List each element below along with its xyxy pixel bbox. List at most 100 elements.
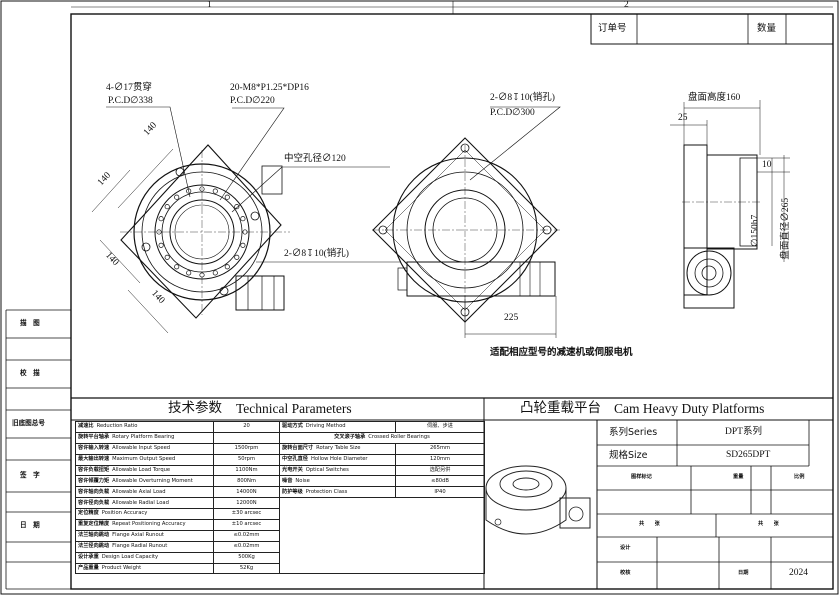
scale-label: 比例 <box>794 474 805 480</box>
spec-left-en: Maximum Output Speed <box>112 456 176 463</box>
product-thumbnail <box>485 465 591 535</box>
spec-left-cn: 最大输出转速 <box>78 456 110 463</box>
spec-left-value: 1100Nm <box>213 464 280 477</box>
spec-right-en: Rotary Table Size <box>316 445 361 452</box>
bolt-hole <box>158 216 164 222</box>
spec-left-cn: 重复定位精度 <box>78 521 110 528</box>
spec-left-en: Flange Radial Runout <box>112 543 168 550</box>
spec-left-cn: 设计承重 <box>78 554 99 561</box>
spec-right-cn: 防护等级 <box>282 488 303 495</box>
side-view <box>670 100 790 309</box>
bolt-hole <box>164 254 170 260</box>
bolt-hole <box>224 264 230 270</box>
side-dia-150: ∅150h7 <box>750 214 761 247</box>
spec-left-cn: 法兰径向跳动 <box>78 543 110 550</box>
zone-label-1: 1 <box>207 0 212 10</box>
design-label: 设计 <box>620 545 631 551</box>
spec-left-value: 12000N <box>213 497 280 510</box>
spec-left-en: Design Load Capacity <box>101 554 159 561</box>
order-number-label: 订单号 <box>598 23 627 34</box>
sidebar-date-label: 日 期 <box>20 521 40 529</box>
bolt-hole <box>164 204 170 210</box>
spec-left-value: 800Nm <box>213 475 280 488</box>
spec-left-cn: 定位精度 <box>78 510 99 517</box>
spec-empty-cell <box>279 497 485 575</box>
sidebar-draw-label: 描 图 <box>20 319 40 327</box>
bolt-hole <box>186 270 192 276</box>
bolt-hole <box>186 188 192 194</box>
year-value: 2024 <box>789 568 808 578</box>
spec-left-en: Allowable Overturning Moment <box>112 477 193 484</box>
mark-label: 图样标记 <box>631 474 652 480</box>
spec-left-en: Allowable Input Speed <box>112 445 171 452</box>
spec-left-value: ≤0.02mm <box>213 540 280 553</box>
verify-label: 校核 <box>620 570 631 576</box>
spec-left-en: Product Weight <box>101 564 142 571</box>
spec-right-en: Hollow Hole Diameter <box>310 456 368 463</box>
sidebar-sign-label: 签 字 <box>20 471 40 479</box>
spec-right-value: IP40 <box>395 486 485 499</box>
spec-left-cn: 容许输入转速 <box>78 445 110 452</box>
spec-left-cn: 容许轴向负载 <box>78 488 110 495</box>
series-value: DPT系列 <box>725 427 762 437</box>
product-title-cn: 凸轮重载平台 <box>520 400 601 416</box>
sidebar-old-no-label: 旧底图总号 <box>12 419 45 427</box>
front-holes-line2: P.C.D∅338 <box>108 96 153 106</box>
rear-dim-width: 225 <box>504 313 519 323</box>
spec-right-value: 伺服、步进 <box>395 421 485 433</box>
bolt-hole <box>234 204 240 210</box>
bolt-hole <box>199 186 205 192</box>
bolt-hole <box>174 194 180 200</box>
bolt-hole <box>212 270 218 276</box>
spec-right-cn: 噪音 <box>282 477 293 484</box>
front-thread-line1: 20-M8*P1.25*DP16 <box>230 83 309 93</box>
rear-view <box>372 106 561 338</box>
bolt-hole <box>240 242 246 248</box>
spec-right-cn: 交叉滚子轴承 <box>334 434 366 441</box>
side-dia-265: 盘面直径∅265 <box>781 197 792 260</box>
bolt-hole <box>240 216 246 222</box>
zone-label-2: 2 <box>624 0 629 10</box>
size-label: 规格Size <box>609 450 648 461</box>
spec-right-value: 120mm <box>395 453 485 466</box>
bolt-hole <box>156 229 162 235</box>
spec-left-cn: 旋转平台轴承 <box>78 434 110 441</box>
spec-right-cn: 光电开关 <box>282 466 303 473</box>
spec-left-value: 50rpm <box>213 453 280 466</box>
spec-right-en: Protection Class <box>305 488 348 495</box>
weight-label: 重量 <box>733 474 744 480</box>
spec-left-value: ±30 arcsec <box>213 508 280 521</box>
spec-right-en: Optical Switches <box>305 466 349 473</box>
quantity-label: 数量 <box>757 23 777 34</box>
adapter-note: 适配相应型号的减速机或伺服电机 <box>490 347 633 358</box>
spec-left-value: ≤0.02mm <box>213 529 280 542</box>
spec-left-cn: 减速比 <box>78 423 94 430</box>
spec-left-value <box>213 431 280 444</box>
tech-title-cn: 技术参数 <box>168 400 222 416</box>
bolt-hole <box>212 188 218 194</box>
